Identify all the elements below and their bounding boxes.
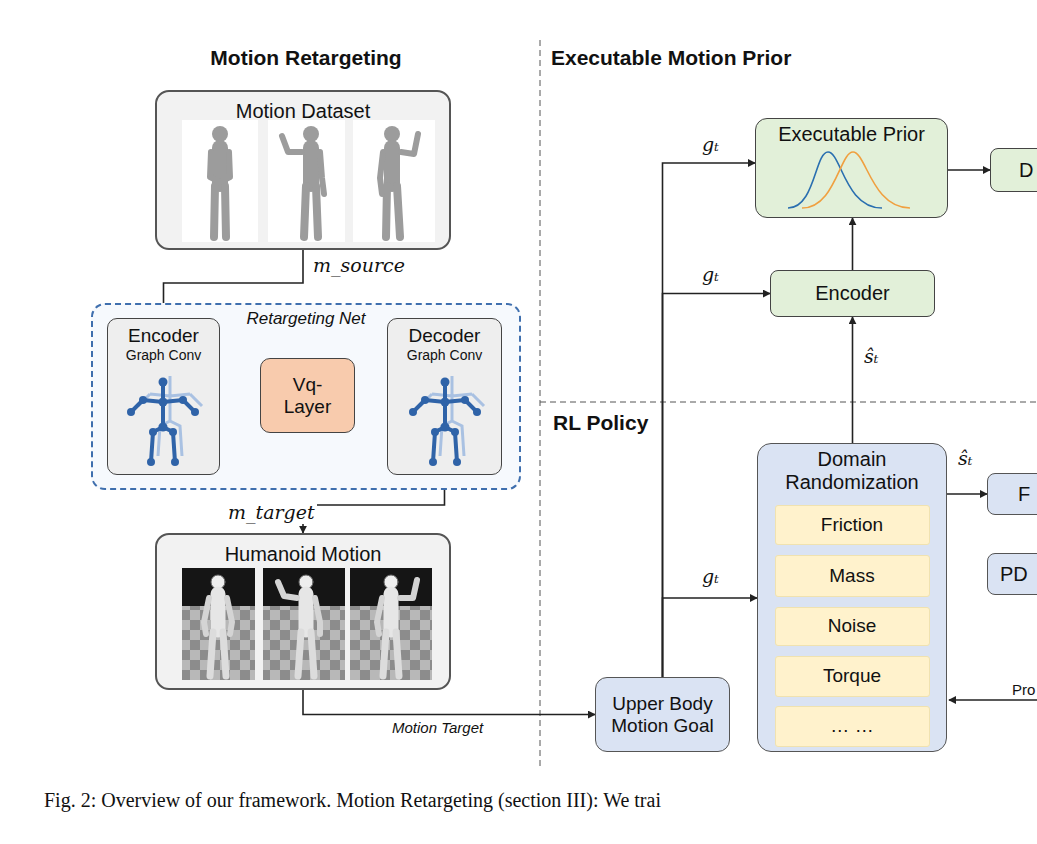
prior-box: Executable Prior	[755, 118, 948, 218]
decoder-box: DecoderGraph Conv	[387, 318, 502, 475]
section-title: RL Policy	[553, 411, 648, 435]
input-arrow	[949, 699, 1037, 701]
edge-label: m_target	[226, 502, 317, 524]
box-title: Noise	[828, 615, 877, 637]
box-title: Upper Body Motion Goal	[606, 693, 719, 737]
figure-caption: Fig. 2: Overview of our framework. Motio…	[44, 789, 661, 812]
box-title: F	[1018, 483, 1030, 506]
box-title: Decoder	[409, 325, 481, 347]
randomization-box: Domain RandomizationFrictionMassNoiseTor…	[757, 443, 947, 752]
box-title: Encoder	[128, 325, 199, 347]
edge-label: gₜ	[700, 134, 721, 156]
humanoid-box: Humanoid Motion	[155, 533, 451, 690]
goal-box: Upper Body Motion Goal	[595, 677, 730, 752]
human-mesh-images	[182, 120, 435, 242]
flow-arrow	[663, 294, 771, 678]
edge-label: gₜ	[700, 264, 721, 286]
box-title: Encoder	[815, 282, 890, 305]
edge-label: gₜ	[700, 566, 721, 588]
vq-layer-box: Vq- Layer	[260, 358, 355, 433]
flow-arrow	[303, 690, 595, 715]
box-title: PD	[1000, 563, 1028, 586]
dataset-box: Motion Dataset	[155, 90, 451, 250]
box-title: Motion Dataset	[236, 100, 371, 123]
box-title: Vq- Layer	[275, 374, 340, 418]
cropped-box: F	[987, 473, 1037, 515]
box-subtitle: Graph Conv	[126, 347, 201, 363]
flow-arrow	[852, 317, 854, 443]
encoder-box: Encoder	[770, 270, 935, 317]
network-group: Retargeting NetEncoderGraph ConvVq- Laye…	[91, 303, 521, 490]
param-box: … …	[775, 706, 930, 747]
encoder-box: EncoderGraph Conv	[107, 318, 220, 475]
edge-label: ŝₜ	[862, 346, 880, 368]
edge-label: m_source	[311, 255, 407, 277]
box-title: Friction	[821, 514, 883, 536]
flow-arrow	[852, 218, 854, 270]
box-title: Retargeting Net	[246, 309, 365, 329]
param-box: Friction	[775, 505, 930, 545]
gaussian-curves	[788, 152, 910, 208]
section-divider	[540, 402, 1037, 403]
box-subtitle: Graph Conv	[407, 347, 482, 363]
box-title: Executable Prior	[778, 123, 925, 146]
skeleton-graph-icon	[409, 376, 484, 466]
cropped-box: D	[990, 148, 1037, 192]
box-title: D	[1019, 159, 1033, 182]
box-title: Humanoid Motion	[225, 543, 382, 566]
param-box: Mass	[775, 555, 930, 597]
cropped-box: PD	[987, 553, 1037, 595]
flow-arrow	[663, 598, 758, 677]
section-title: Motion Retargeting	[210, 46, 401, 70]
param-box: Torque	[775, 656, 930, 697]
box-title: Torque	[823, 665, 881, 687]
box-title: Mass	[829, 565, 874, 587]
cropped-label: Pro	[1012, 681, 1035, 698]
box-title: Domain Randomization	[778, 448, 926, 494]
edge-label: ŝₜ	[956, 448, 974, 470]
flow-arrow	[663, 163, 756, 677]
section-divider	[540, 40, 541, 768]
section-title: Executable Motion Prior	[551, 46, 791, 70]
flow-arrow	[947, 493, 987, 495]
robot-sim-images	[182, 568, 432, 680]
param-box: Noise	[775, 607, 930, 646]
skeleton-graph-icon	[127, 376, 202, 466]
flow-arrow	[948, 169, 990, 171]
edge-label: Motion Target	[390, 719, 485, 736]
box-title: … …	[830, 715, 873, 737]
